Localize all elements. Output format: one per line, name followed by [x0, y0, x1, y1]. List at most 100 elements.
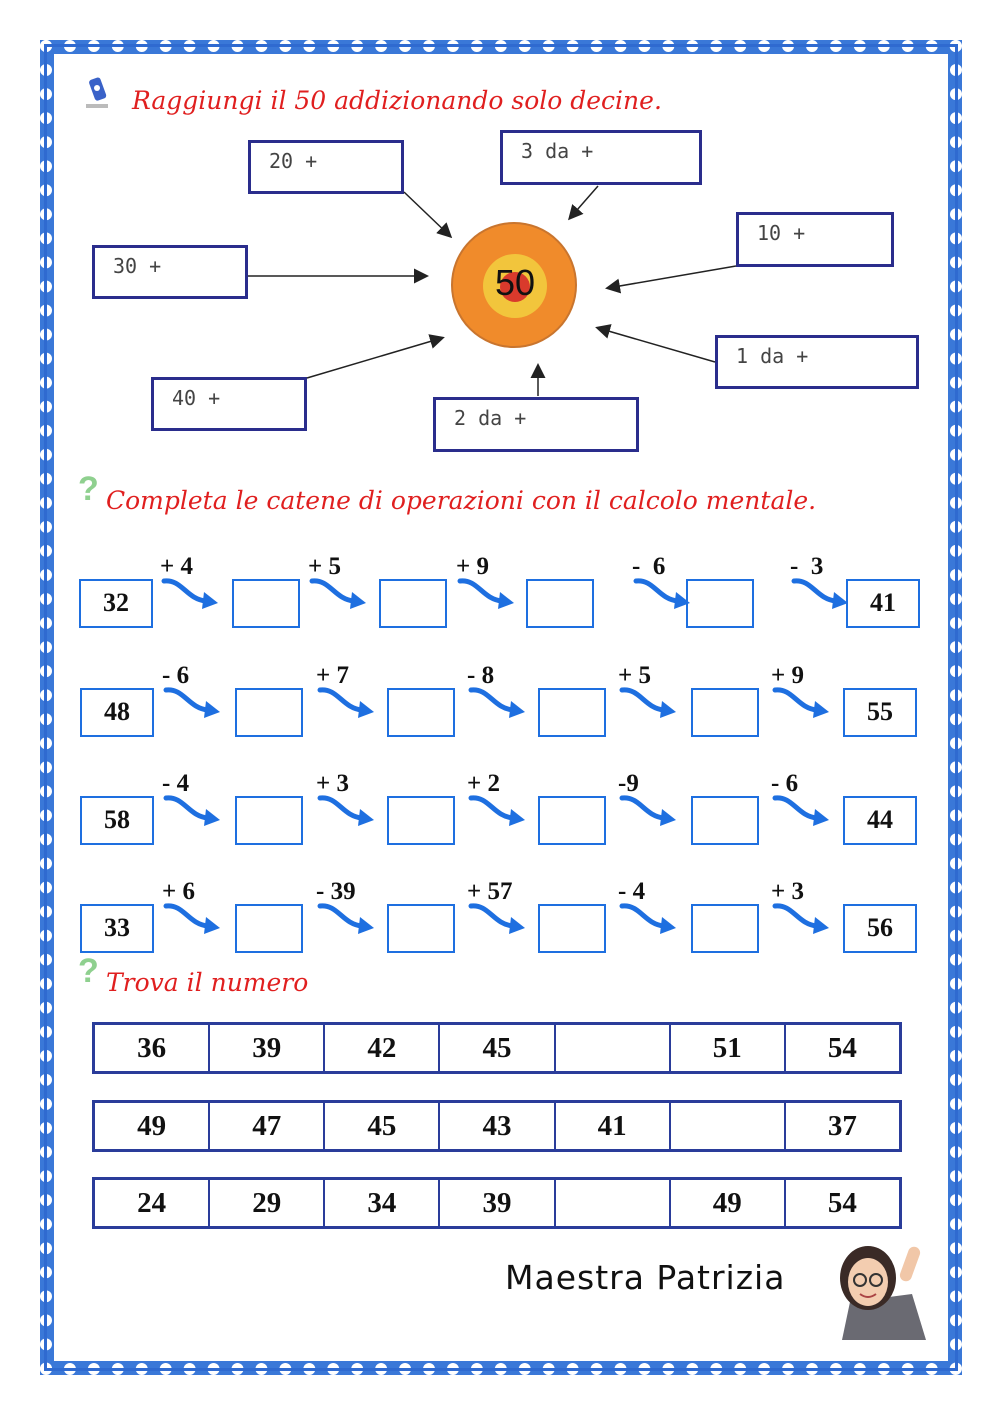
chain-end-box: 56: [843, 904, 917, 953]
chain-arrow-icon: [772, 687, 829, 718]
chain-arrow-icon: [457, 578, 514, 609]
chain-operation-label: + 3: [316, 770, 349, 797]
chain-arrow-icon: [317, 687, 374, 718]
chain-operation-label: -9: [618, 770, 639, 797]
chain-arrow-icon: [772, 903, 829, 934]
chain-answer-box[interactable]: [538, 796, 606, 845]
chain-answer-box[interactable]: [538, 904, 606, 953]
chain-operation-label: + 57: [467, 878, 513, 905]
chain-operation-label: + 4: [160, 553, 193, 580]
answer-box-3-da[interactable]: 3 da +: [500, 130, 702, 185]
chain-answer-box[interactable]: [235, 688, 303, 737]
chain-answer-box[interactable]: [691, 796, 759, 845]
sequence-cell: 29: [210, 1180, 326, 1226]
chain-arrow-icon: [468, 687, 525, 718]
teacher-avatar-icon: [822, 1232, 932, 1340]
chain-arrow-icon: [619, 795, 676, 826]
arrow-10: [605, 265, 737, 294]
chain-arrow-icon: [468, 903, 525, 934]
sequence-cell: 41: [556, 1103, 671, 1149]
chain-operation-label: - 6: [632, 553, 666, 580]
chain-answer-box[interactable]: [686, 579, 754, 628]
chain-answer-box[interactable]: [387, 796, 455, 845]
chain-operation-label: - 3: [790, 553, 824, 580]
answer-box-20[interactable]: 20 +: [248, 140, 404, 194]
chain-answer-box[interactable]: [387, 904, 455, 953]
chain-answer-box[interactable]: [538, 688, 606, 737]
chain-arrow-icon: [161, 578, 218, 609]
chain-operation-label: - 6: [162, 662, 190, 689]
chain-arrow-icon: [772, 795, 829, 826]
sequence-cell: 45: [440, 1025, 556, 1071]
chain-operation-label: + 3: [771, 878, 804, 905]
chain-operation-label: + 6: [162, 878, 195, 905]
sequence-cell: 34: [325, 1180, 441, 1226]
answer-box-10[interactable]: 10 +: [736, 212, 894, 267]
chain-start-box: 32: [79, 579, 153, 628]
chain-operation-label: + 2: [467, 770, 500, 797]
sequence-cell: 49: [671, 1180, 786, 1226]
chain-arrow-icon: [163, 795, 220, 826]
question-mark-icon-2: ?: [78, 952, 99, 990]
sequence-cell: 51: [671, 1025, 786, 1071]
sequence-cell: 39: [210, 1025, 326, 1071]
pencil-icon: [80, 76, 114, 112]
sequence-cell: 39: [440, 1180, 556, 1226]
frame-inner-border: [44, 44, 958, 1371]
target-number: 50: [494, 262, 536, 303]
sequence-cell: 54: [827, 1187, 857, 1219]
sequence-cell: 45: [325, 1103, 441, 1149]
chain-answer-box[interactable]: [235, 904, 303, 953]
sequence-cell-empty[interactable]: [556, 1180, 671, 1226]
chain-end-box: 41: [846, 579, 920, 628]
sequence-cell-empty[interactable]: [671, 1103, 786, 1149]
chain-start-box: 48: [80, 688, 154, 737]
sequence-cell: 43: [440, 1103, 556, 1149]
number-sequence-row-2: 49 47 45 43 41 37: [92, 1100, 902, 1152]
arrow-20: [403, 191, 453, 239]
chain-answer-box[interactable]: [235, 796, 303, 845]
section2-title: Completa le catene di operazioni con il …: [106, 486, 817, 515]
answer-box-1-da[interactable]: 1 da +: [715, 335, 919, 389]
answer-box-2-da[interactable]: 2 da +: [433, 397, 639, 452]
chain-operation-label: - 39: [316, 878, 356, 905]
arrow-1-da: [595, 324, 716, 363]
chain-arrow-icon: [468, 795, 525, 826]
chain-operation-label: + 9: [771, 662, 804, 689]
chain-end-box: 55: [843, 688, 917, 737]
sequence-cell-empty[interactable]: [556, 1025, 671, 1071]
sequence-cell: 47: [210, 1103, 326, 1149]
chain-operation-label: + 9: [456, 553, 489, 580]
sequence-cell: 24: [95, 1180, 211, 1226]
number-sequence-row-3: 24 29 34 39 49 54: [92, 1177, 902, 1229]
chain-arrow-icon: [309, 578, 366, 609]
chain-arrow-icon: [791, 578, 848, 609]
chain-arrow-icon: [163, 903, 220, 934]
chain-arrow-icon: [317, 903, 374, 934]
arrow-40: [306, 334, 445, 379]
chain-end-box: 44: [843, 796, 917, 845]
section1-title: Raggiungi il 50 addizionando solo decine…: [132, 86, 662, 115]
sequence-cell: 37: [827, 1110, 857, 1142]
chain-operation-label: + 7: [316, 662, 349, 689]
answer-box-30[interactable]: 30 +: [92, 245, 248, 299]
chain-arrow-icon: [619, 903, 676, 934]
chain-answer-box[interactable]: [526, 579, 594, 628]
chain-start-box: 58: [80, 796, 154, 845]
heart-icon: [500, 272, 530, 302]
chain-operation-label: - 8: [467, 662, 495, 689]
sequence-cell: 49: [95, 1103, 211, 1149]
chain-answer-box[interactable]: [691, 688, 759, 737]
chain-arrow-icon: [619, 687, 676, 718]
signature: Maestra Patrizia: [505, 1258, 786, 1297]
chain-answer-box[interactable]: [691, 904, 759, 953]
chain-answer-box[interactable]: [387, 688, 455, 737]
chain-answer-box[interactable]: [232, 579, 300, 628]
sequence-cell: 54: [827, 1032, 857, 1064]
answer-box-40[interactable]: 40 +: [151, 377, 307, 431]
sequence-cell: 42: [325, 1025, 441, 1071]
arrow-3-da: [568, 185, 599, 221]
chain-answer-box[interactable]: [379, 579, 447, 628]
number-sequence-row-1: 36 39 42 45 51 54: [92, 1022, 902, 1074]
